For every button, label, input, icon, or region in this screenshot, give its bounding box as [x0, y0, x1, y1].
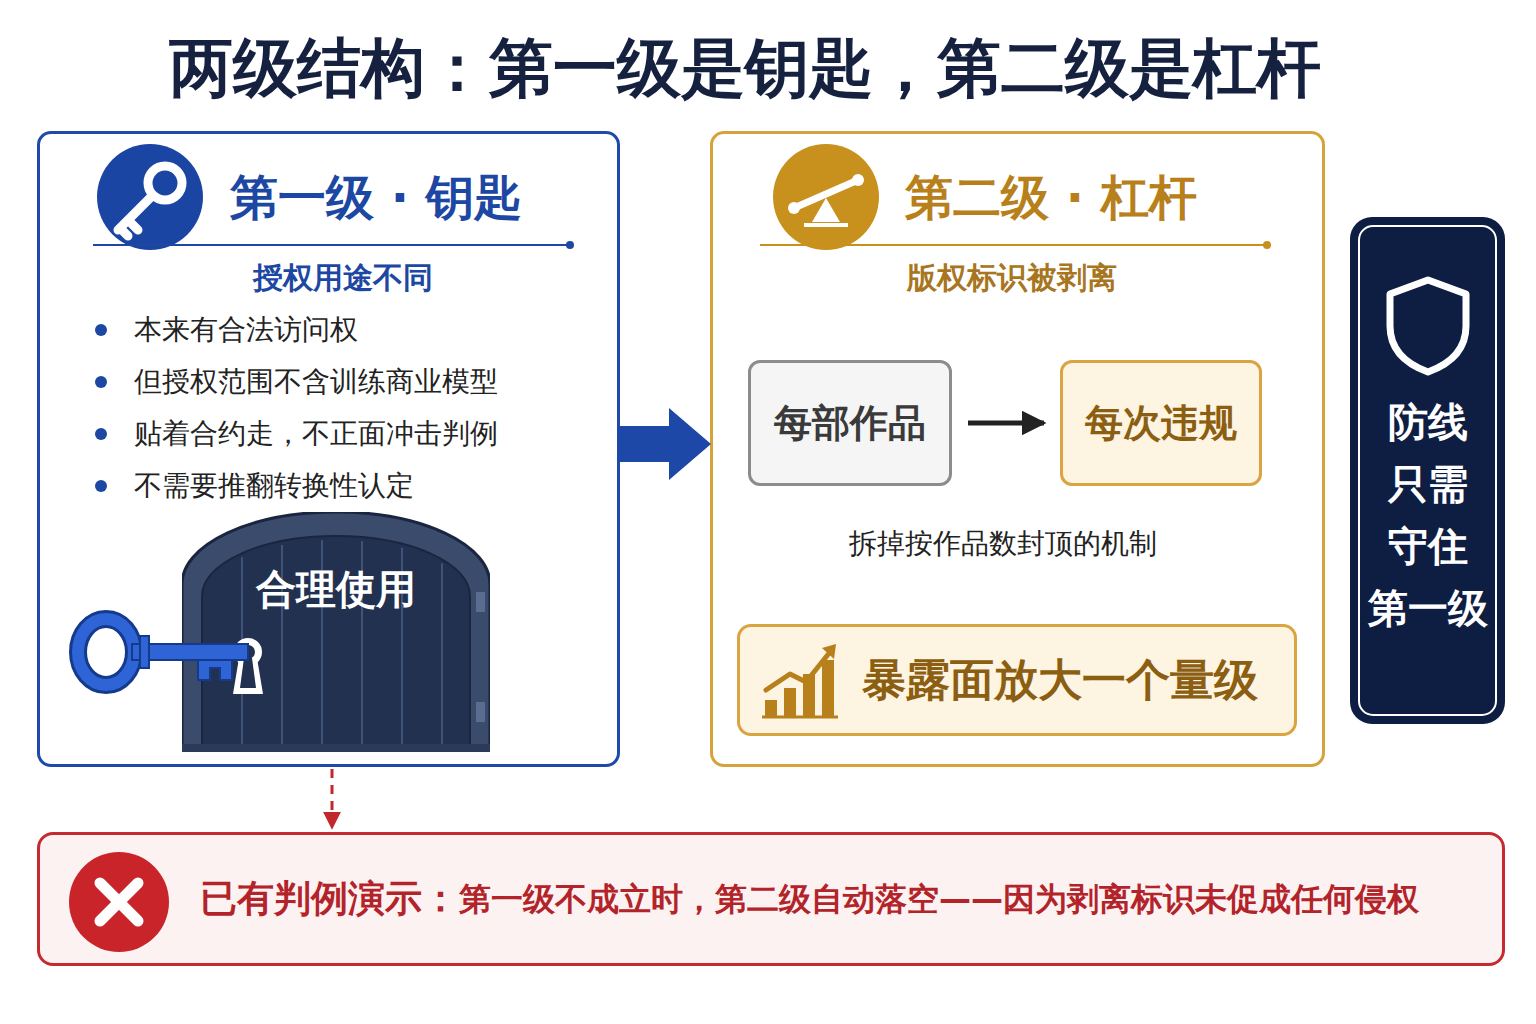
lever-fulcrum — [812, 198, 840, 222]
key-illustration — [78, 619, 248, 685]
level-one-panel: 第一级 · 钥匙授权用途不同本来有合法访问权但授权范围不含训练商业模型贴着合约走… — [37, 131, 620, 767]
chart-bar — [765, 700, 777, 716]
per-work-box: 每部作品 — [748, 360, 952, 486]
panel-inner-border — [1359, 226, 1496, 715]
heading-rule — [93, 244, 568, 246]
chart-bar — [784, 688, 796, 716]
level-two-panel: 第二级 · 杠杆版权标识被剥离拆掉按作品数封顶的机制 每部作品 每次违规暴露面放大一… — [710, 131, 1325, 767]
lever-end — [788, 202, 800, 214]
lever-bar — [794, 180, 858, 208]
door-hinge — [476, 702, 485, 722]
box-label: 每部作品 — [774, 400, 926, 446]
chart-base — [762, 716, 838, 719]
bullet-dot — [95, 480, 107, 492]
key-icon — [97, 144, 203, 250]
panel-subtitle: 版权标识被剥离 — [863, 258, 1161, 298]
banner-text: 第一级不成立时，第二级自动落空——因为剥离标识未促成任何侵权 — [459, 876, 1419, 922]
cross-mark — [100, 883, 138, 921]
chart-bar — [803, 674, 815, 716]
key-teeth — [198, 660, 232, 680]
cross-icon — [69, 852, 169, 952]
icon-circle — [773, 144, 879, 250]
dashed-arrow — [331, 769, 334, 828]
door-label: 合理使用 — [182, 564, 490, 614]
diagram-title: 两级结构：第一级是钥匙，第二级是杠杆 — [0, 30, 1490, 106]
box-label: 暴露面放大一个量级 — [862, 653, 1258, 707]
panel-heading: 第二级 · 杠杆 — [905, 167, 1197, 227]
bullet-item: 本来有合法访问权 — [134, 312, 358, 348]
panel-message: 防线 只需 守住 第一级 — [1360, 391, 1495, 639]
flow-arrow — [968, 421, 1044, 426]
keyhole-inner — [240, 658, 256, 688]
door-outline — [182, 512, 490, 752]
chart-bar — [822, 660, 834, 716]
lever-base — [804, 223, 848, 227]
key-shaft — [132, 644, 248, 660]
bullet-item: 但授权范围不含训练商业模型 — [134, 364, 498, 400]
icon-circle — [69, 852, 169, 952]
exposure-box: 暴露面放大一个量级 — [737, 624, 1297, 736]
per-violation-box: 每次违规 — [1060, 360, 1262, 486]
bullet-item: 不需要推翻转换性认定 — [134, 468, 414, 504]
trend-head — [822, 644, 836, 659]
key-bow-outline — [78, 619, 134, 685]
trend-line — [766, 652, 830, 690]
bullet-dot — [95, 428, 107, 440]
rule-dot — [1263, 241, 1271, 249]
case-law-banner: 已有判例演示：第一级不成立时，第二级自动落空——因为剥离标识未促成任何侵权 — [37, 832, 1505, 966]
keyhole-inner — [241, 645, 255, 659]
bullet-dots — [95, 324, 107, 492]
panel-heading: 第一级 · 钥匙 — [230, 167, 522, 227]
key-bow — [78, 619, 134, 685]
defense-panel: 防线 只需 守住 第一级 — [1350, 217, 1505, 724]
door-sill — [182, 744, 490, 752]
heading-rule — [760, 244, 1265, 246]
box-label: 每次违规 — [1085, 400, 1237, 446]
bullet-dot — [95, 324, 107, 336]
banner-heading: 已有判例演示： — [200, 876, 459, 922]
bullet-dot — [95, 376, 107, 388]
lever-end — [852, 174, 864, 186]
door-plank — [441, 563, 443, 746]
key-shaft — [118, 196, 152, 236]
growth-chart-icon — [762, 644, 838, 717]
bullet-item: 贴着合约走，不正面冲击判例 — [134, 416, 498, 452]
lever-icon — [773, 144, 879, 250]
door-frame — [182, 512, 490, 752]
door-shape: 合理使用 — [182, 512, 490, 752]
icon-circle — [97, 144, 203, 250]
key-collar — [140, 636, 149, 668]
door-hinge — [476, 592, 485, 612]
rule-dot — [566, 241, 574, 249]
keyhole — [233, 658, 263, 694]
panel-subtitle: 授权用途不同 — [190, 258, 495, 298]
key-bow — [148, 166, 182, 200]
flow-arrow-fat — [618, 408, 711, 480]
mechanism-note: 拆掉按作品数封顶的机制 — [803, 524, 1203, 564]
shield-icon — [1390, 280, 1466, 372]
